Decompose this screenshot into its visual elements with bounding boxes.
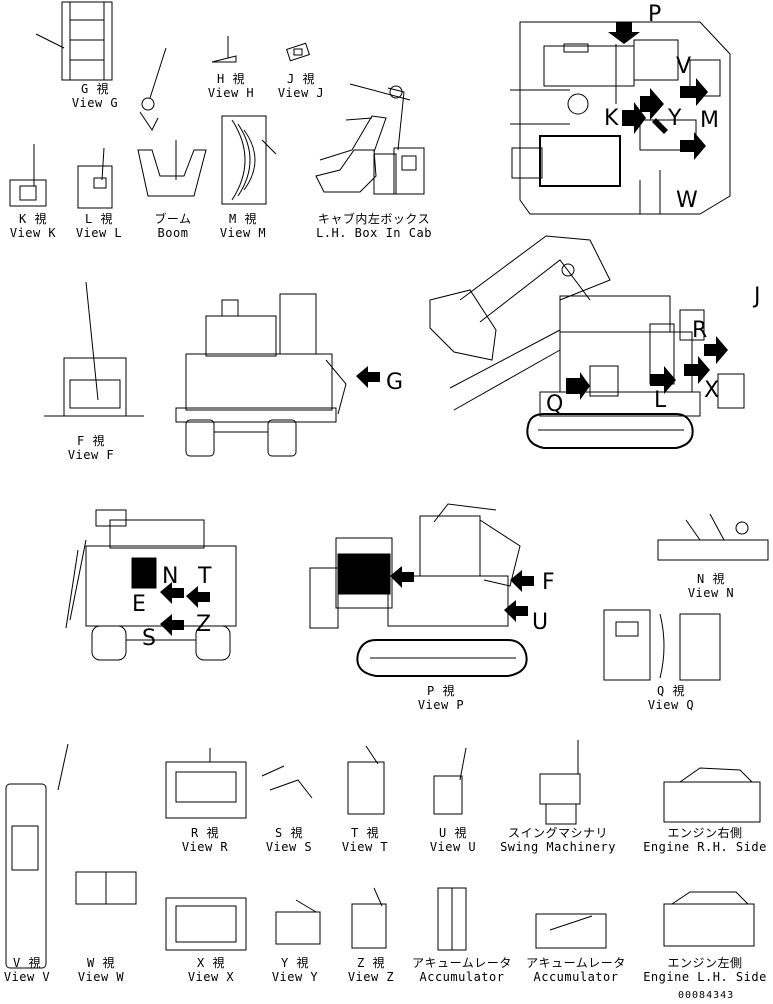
callout-letter: M — [700, 108, 719, 133]
callout-letter: F — [542, 570, 555, 595]
callout-letter: E — [132, 592, 146, 617]
view-w-drawing — [75, 871, 137, 905]
callout-letter: K — [604, 106, 619, 131]
callout-letter: T — [198, 564, 212, 589]
callout-arrows — [160, 22, 728, 636]
accumulator-2-drawing — [535, 913, 607, 949]
view-x-drawing — [165, 897, 247, 951]
view-h-drawing — [211, 36, 237, 63]
view-y-drawing — [275, 899, 321, 945]
callout-letter: S — [142, 626, 156, 651]
callout-letter: X — [704, 378, 720, 403]
callout-letter: U — [532, 610, 549, 635]
callout-letter: Z — [196, 612, 212, 637]
engine-rh-drawing — [663, 767, 761, 823]
view-r-drawing — [165, 748, 247, 819]
callout-letter: P — [648, 2, 662, 27]
callout-letter: R — [692, 318, 708, 343]
engine-lh-drawing — [663, 891, 755, 947]
view-j-drawing — [286, 42, 310, 62]
view-n-drawing — [657, 513, 769, 561]
callout-letter: L — [654, 388, 667, 413]
swing-machinery-drawing — [539, 740, 581, 825]
callout-letter: J — [754, 284, 761, 309]
view-v-drawing — [5, 743, 69, 969]
view-u-drawing — [433, 747, 467, 815]
left-view-drawing — [309, 503, 528, 677]
accumulator-1-drawing — [437, 887, 467, 951]
side-view-drawing — [429, 235, 745, 449]
callout-letter: N — [162, 564, 179, 589]
front-view-drawing — [175, 293, 347, 457]
callout-letter: Y — [668, 106, 682, 131]
view-q-drawing — [603, 609, 721, 681]
callout-letter: W — [676, 188, 698, 213]
view-g-drawing — [35, 1, 113, 81]
callout-letter: Q — [546, 392, 564, 417]
cab-box-drawing — [315, 83, 425, 195]
view-l-drawing — [77, 147, 113, 209]
view-s-drawing — [261, 765, 313, 799]
view-m-drawing — [221, 115, 277, 205]
view-z-drawing — [351, 887, 387, 949]
document-number: 00084343 — [678, 990, 735, 1001]
callout-letter: G — [386, 370, 404, 395]
boom-drawing — [137, 140, 207, 197]
rear-view-drawing — [65, 509, 237, 661]
view-t-drawing — [347, 745, 385, 815]
boom-clip-drawing — [139, 47, 167, 131]
top-view-drawing — [510, 21, 731, 215]
callout-letter: V — [676, 54, 692, 79]
view-k-drawing — [9, 144, 47, 207]
view-f-drawing — [44, 281, 144, 417]
